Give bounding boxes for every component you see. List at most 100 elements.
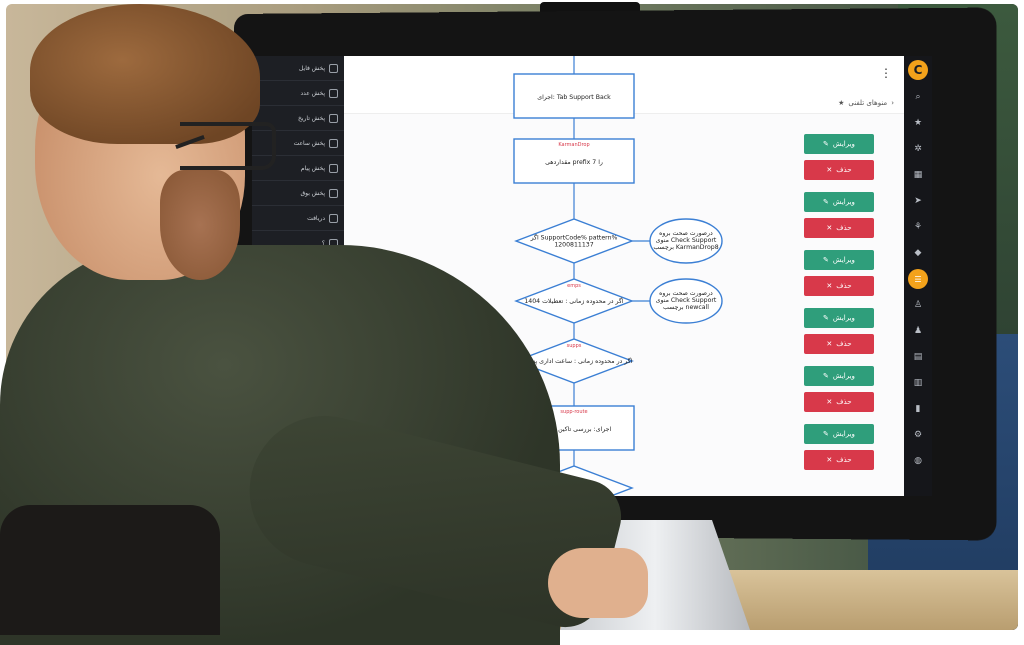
row-actions: ✎ویرایش ✕حذف bbox=[804, 192, 874, 238]
flow-oval bbox=[649, 218, 723, 264]
flow-step bbox=[513, 73, 635, 119]
chart-icon[interactable]: ▮ bbox=[915, 404, 921, 414]
flow-oval-label: برچسب KarmanDrop8 bbox=[653, 244, 718, 251]
row-actions: ✎ویرایش ✕حذف bbox=[804, 308, 874, 354]
flow-step bbox=[513, 138, 635, 184]
edit-button[interactable]: ✎ویرایش bbox=[804, 308, 874, 328]
edit-button[interactable]: ✎ویرایش bbox=[804, 134, 874, 154]
person-hair bbox=[30, 4, 260, 144]
close-icon: ✕ bbox=[826, 282, 833, 290]
menu-item[interactable]: پخش ساعت bbox=[252, 131, 344, 156]
menu-item-label: ؟ bbox=[321, 239, 325, 247]
menu-item-label: پخش پیام bbox=[300, 164, 325, 172]
flow-oval-label: منوی Check Support bbox=[656, 237, 717, 244]
pin-icon[interactable]: ◆ bbox=[914, 248, 922, 258]
edit-button[interactable]: ✎ویرایش bbox=[804, 250, 874, 270]
delete-label: حذف bbox=[836, 166, 852, 174]
account-icon[interactable]: ♟ bbox=[913, 326, 923, 336]
row-actions: ✎ویرایش ✕حذف bbox=[804, 250, 874, 296]
pencil-icon: ✎ bbox=[823, 198, 829, 206]
delete-button[interactable]: ✕حذف bbox=[804, 450, 874, 470]
flow-decision-label: اگر در محدوده زمانی : تعطیلات 1404 bbox=[524, 297, 624, 305]
flow-decision-tag: emps bbox=[567, 283, 581, 289]
edit-label: ویرایش bbox=[832, 372, 855, 380]
list-icon[interactable]: ☰ bbox=[908, 269, 928, 289]
edit-label: ویرایش bbox=[832, 140, 855, 148]
delete-button[interactable]: ✕حذف bbox=[804, 160, 874, 180]
menu-item[interactable]: پخش تاریخ bbox=[252, 106, 344, 131]
breadcrumb-label: منوهای تلفنی bbox=[848, 98, 888, 107]
menu-item-icon bbox=[329, 138, 338, 148]
chevron-icon: › bbox=[891, 98, 894, 107]
flow-decision-label: اگر در محدوده زمانی : ساعت اداری پشتیبان… bbox=[516, 357, 633, 365]
close-icon: ✕ bbox=[826, 166, 833, 174]
edit-button[interactable]: ✎ویرایش bbox=[804, 192, 874, 212]
delete-label: حذف bbox=[836, 224, 852, 232]
delete-label: حذف bbox=[836, 282, 852, 290]
menu-item-label: پخش تاریخ bbox=[297, 114, 325, 122]
edit-button[interactable]: ✎ویرایش bbox=[804, 424, 874, 444]
flow-step-label: اجرای: بررسی تاکین در صف bbox=[537, 426, 612, 433]
flow-oval-label: منوی Check Support bbox=[656, 297, 717, 304]
close-icon: ✕ bbox=[826, 398, 833, 406]
flow-decision-label: اگر SupportCode% pattern% bbox=[530, 234, 618, 242]
settings-icon[interactable]: ✲ bbox=[914, 144, 922, 154]
pencil-icon: ✎ bbox=[823, 372, 829, 380]
menu-item-icon bbox=[329, 88, 338, 98]
menu-item-label: پخش ساعت bbox=[293, 139, 325, 147]
globe-icon[interactable]: ◍ bbox=[914, 456, 922, 466]
pencil-icon: ✎ bbox=[823, 140, 829, 148]
flow-step-label: اجرای: Tab Support Back bbox=[537, 94, 611, 101]
menu-item-label: دریافت bbox=[307, 214, 325, 222]
delete-button[interactable]: ✕حذف bbox=[804, 392, 874, 412]
brand-logo: C bbox=[908, 60, 928, 80]
close-icon: ✕ bbox=[826, 456, 833, 464]
delete-button[interactable]: ✕حذف bbox=[804, 276, 874, 296]
menu-item-label: پخش عدد bbox=[300, 89, 325, 97]
star-icon[interactable]: ★ bbox=[838, 98, 845, 107]
document-icon[interactable]: ▤ bbox=[913, 352, 923, 362]
action-buttons: ✎ویرایش✕حذف✎ویرایش✕حذف✎ویرایش✕حذف✎ویرایش… bbox=[804, 134, 874, 482]
close-icon: ✕ bbox=[826, 340, 833, 348]
person-beard bbox=[160, 170, 240, 280]
flow-step-tag: supp-route bbox=[560, 409, 587, 415]
menu-item[interactable]: دریافت bbox=[252, 206, 344, 231]
flow-step-label: مقداردهی prefix را 7 bbox=[545, 159, 603, 166]
row-actions: ✎ویرایش ✕حذف bbox=[804, 134, 874, 180]
user-icon[interactable]: ♙ bbox=[913, 300, 923, 310]
send-icon[interactable]: ➤ bbox=[914, 196, 922, 206]
flow-oval-label: درصورت صحت بروه bbox=[659, 230, 713, 237]
report-icon[interactable]: ▥ bbox=[913, 378, 923, 388]
icon-rail: C ⌕ ★ ✲ ▦ ➤ ⚘ ◆ ☰ ♙ ♟ ▤ ▥ ▮ ⚙ ◍ bbox=[904, 56, 932, 496]
flow-decision-tag: supps bbox=[567, 343, 582, 349]
pencil-icon: ✎ bbox=[823, 256, 829, 264]
menu-item[interactable]: پخش عدد bbox=[252, 81, 344, 106]
menu-item[interactable]: پخش فایل bbox=[252, 56, 344, 81]
menu-item-icon bbox=[329, 213, 338, 223]
menu-item-icon bbox=[329, 163, 338, 173]
person-hand bbox=[548, 548, 648, 618]
edit-button[interactable]: ✎ویرایش bbox=[804, 366, 874, 386]
flow-oval bbox=[649, 278, 723, 324]
edit-label: ویرایش bbox=[832, 314, 855, 322]
plant-icon[interactable]: ⚘ bbox=[913, 222, 923, 232]
row-actions: ✎ویرایش ✕حذف bbox=[804, 366, 874, 412]
flow-oval-label: برچسب newcall bbox=[663, 304, 709, 311]
flow-oval-label: درصورت صحت بروه bbox=[659, 290, 713, 297]
menu-item[interactable]: پخش پیام bbox=[252, 156, 344, 181]
gear-icon[interactable]: ⚙ bbox=[913, 430, 923, 440]
menu-item-label: پخش بوق bbox=[300, 189, 325, 197]
delete-button[interactable]: ✕حذف bbox=[804, 218, 874, 238]
grid-icon[interactable]: ▦ bbox=[913, 170, 923, 180]
menu-item[interactable]: پخش بوق bbox=[252, 181, 344, 206]
menu-item-icon bbox=[329, 113, 338, 123]
star-icon[interactable]: ★ bbox=[913, 118, 923, 128]
delete-label: حذف bbox=[836, 340, 852, 348]
search-icon[interactable]: ⌕ bbox=[915, 92, 921, 102]
more-options-icon[interactable]: ⋮ bbox=[880, 66, 892, 80]
delete-button[interactable]: ✕حذف bbox=[804, 334, 874, 354]
flow-step-tag: KarmanDrop bbox=[558, 142, 589, 148]
delete-label: حذف bbox=[836, 398, 852, 406]
edit-label: ویرایش bbox=[832, 256, 855, 264]
edit-label: ویرایش bbox=[832, 430, 855, 438]
